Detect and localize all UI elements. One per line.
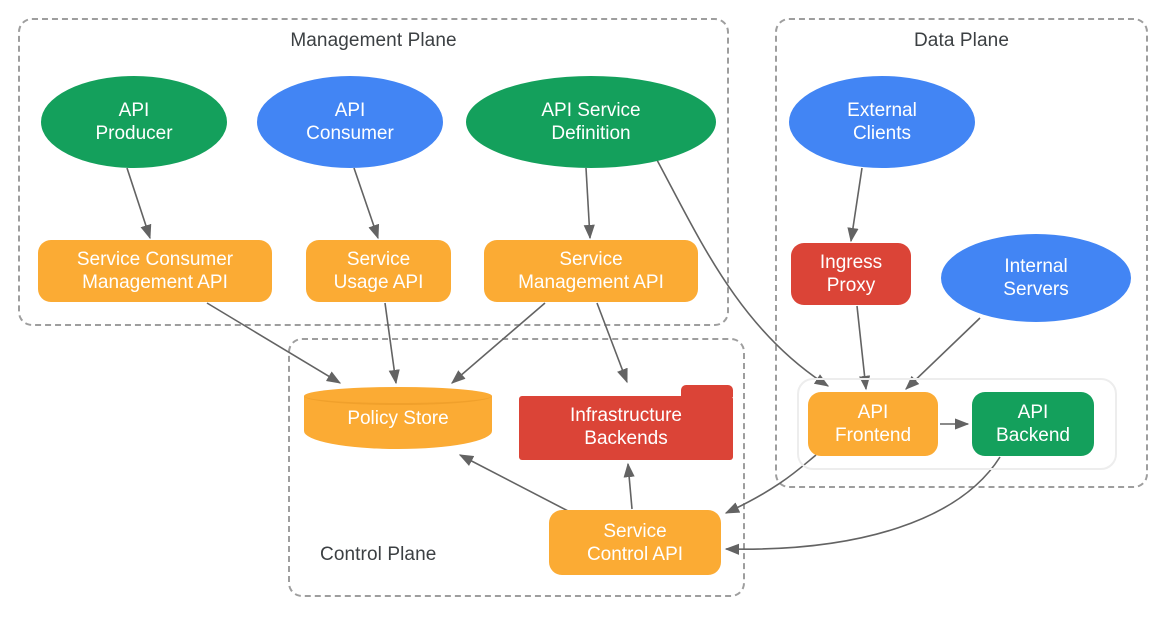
- plane-title-control-plane: Control Plane: [320, 544, 437, 565]
- node-api-consumer[interactable]: API Consumer: [257, 76, 443, 168]
- folder-tab-infrastructure-backends: [681, 385, 733, 397]
- node-external-clients[interactable]: External Clients: [789, 76, 975, 168]
- node-policy-store[interactable]: Policy Store: [304, 387, 492, 449]
- node-label-service-consumer-management-api: Service Consumer Management API: [76, 249, 234, 293]
- node-label-api-service-definition: API Service Definition: [541, 100, 641, 144]
- node-api-service-definition[interactable]: API Service Definition: [466, 76, 716, 168]
- node-api-backend[interactable]: API Backend: [972, 392, 1094, 456]
- node-service-consumer-management-api[interactable]: Service Consumer Management API: [38, 240, 272, 302]
- node-label-api-consumer: API Consumer: [306, 100, 394, 144]
- node-label-api-frontend: API Frontend: [834, 402, 912, 446]
- node-label-api-backend: API Backend: [996, 402, 1070, 446]
- node-label-api-producer: API Producer: [95, 100, 173, 144]
- node-internal-servers[interactable]: Internal Servers: [941, 234, 1131, 322]
- node-label-external-clients: External Clients: [847, 100, 917, 144]
- node-label-service-usage-api: Service Usage API: [333, 249, 424, 293]
- node-api-producer[interactable]: API Producer: [41, 76, 227, 168]
- node-infrastructure-backends[interactable]: Infrastructure Backends: [519, 385, 733, 460]
- node-label-infrastructure-backends: Infrastructure Backends: [570, 404, 682, 449]
- node-service-control-api[interactable]: Service Control API: [549, 510, 721, 575]
- cylinder-top-policy-store: [304, 387, 492, 405]
- node-label-service-management-api: Service Management API: [518, 249, 664, 293]
- node-label-ingress-proxy: Ingress Proxy: [819, 252, 883, 296]
- node-ingress-proxy[interactable]: Ingress Proxy: [791, 243, 911, 305]
- node-service-usage-api[interactable]: Service Usage API: [306, 240, 451, 302]
- folder-body-infrastructure-backends: [519, 396, 733, 460]
- node-api-frontend[interactable]: API Frontend: [808, 392, 938, 456]
- plane-title-management-plane: Management Plane: [290, 30, 457, 51]
- node-label-service-control-api: Service Control API: [586, 520, 684, 565]
- node-service-management-api[interactable]: Service Management API: [484, 240, 698, 302]
- node-label-internal-servers: Internal Servers: [1003, 256, 1069, 300]
- plane-title-data-plane: Data Plane: [913, 30, 1009, 51]
- node-label-policy-store: Policy Store: [347, 407, 449, 429]
